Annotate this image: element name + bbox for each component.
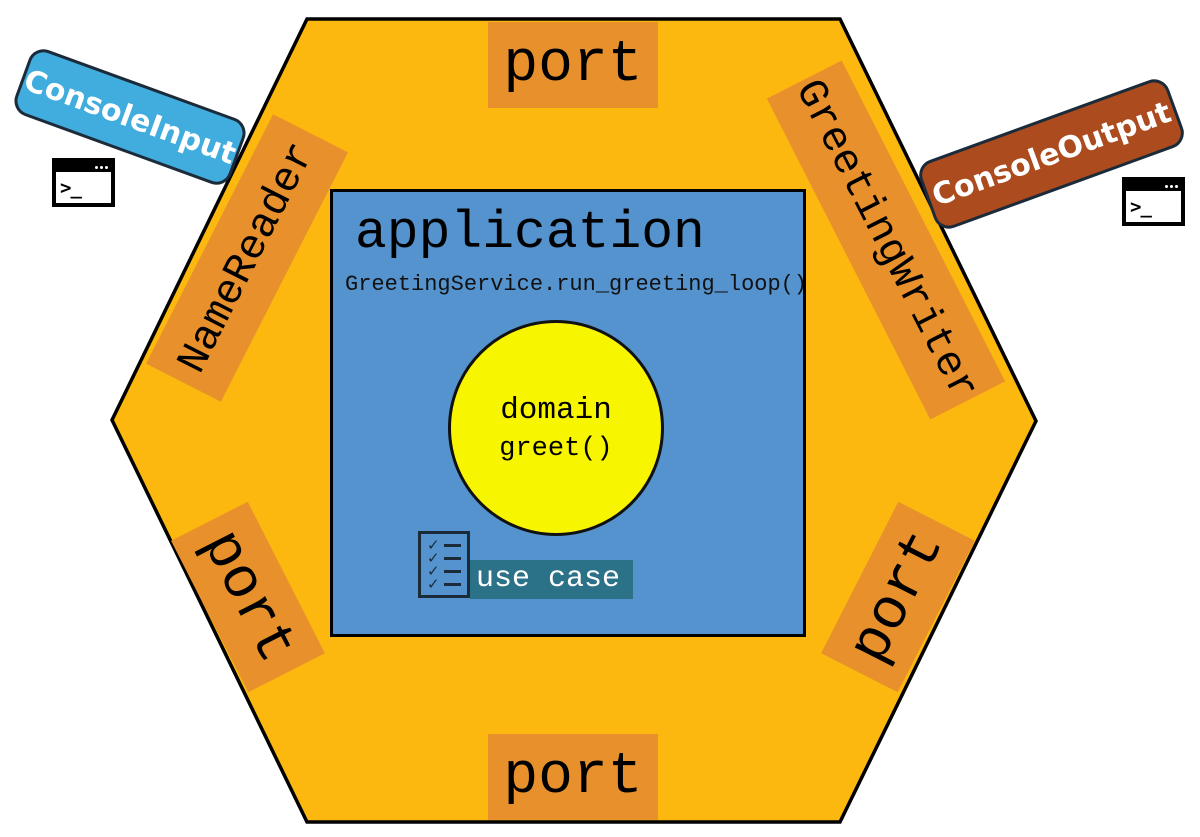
terminal-icon: >_	[52, 158, 115, 207]
checklist-line	[443, 557, 461, 560]
terminal-prompt: >_	[60, 176, 82, 199]
checklist-row: ✓	[427, 536, 461, 554]
port-label-top: port	[488, 22, 658, 108]
terminal-icon: >_	[1122, 177, 1185, 226]
checklist-icon: ✓ ✓ ✓ ✓	[418, 531, 470, 598]
port-label-bottom: port	[488, 734, 658, 820]
checklist-row: ✓	[427, 575, 461, 593]
checklist-line	[443, 570, 461, 573]
domain-title: domain	[500, 392, 612, 428]
domain-method: greet()	[499, 433, 613, 464]
check-icon: ✓	[427, 575, 440, 593]
terminal-window-dots	[1126, 181, 1181, 191]
use-case-label: use case	[470, 560, 633, 599]
check-icon: ✓	[427, 549, 440, 567]
checklist-row: ✓	[427, 562, 461, 580]
check-icon: ✓	[427, 536, 440, 554]
terminal-prompt: >_	[1130, 195, 1152, 218]
checklist-line	[443, 583, 461, 586]
application-service-call: GreetingService.run_greeting_loop()	[345, 271, 808, 297]
checklist-line	[443, 544, 461, 547]
check-icon: ✓	[427, 562, 440, 580]
terminal-window-dots	[56, 162, 111, 172]
checklist-row: ✓	[427, 549, 461, 567]
domain-circle: domain greet()	[448, 320, 664, 536]
application-title: application	[355, 203, 705, 263]
